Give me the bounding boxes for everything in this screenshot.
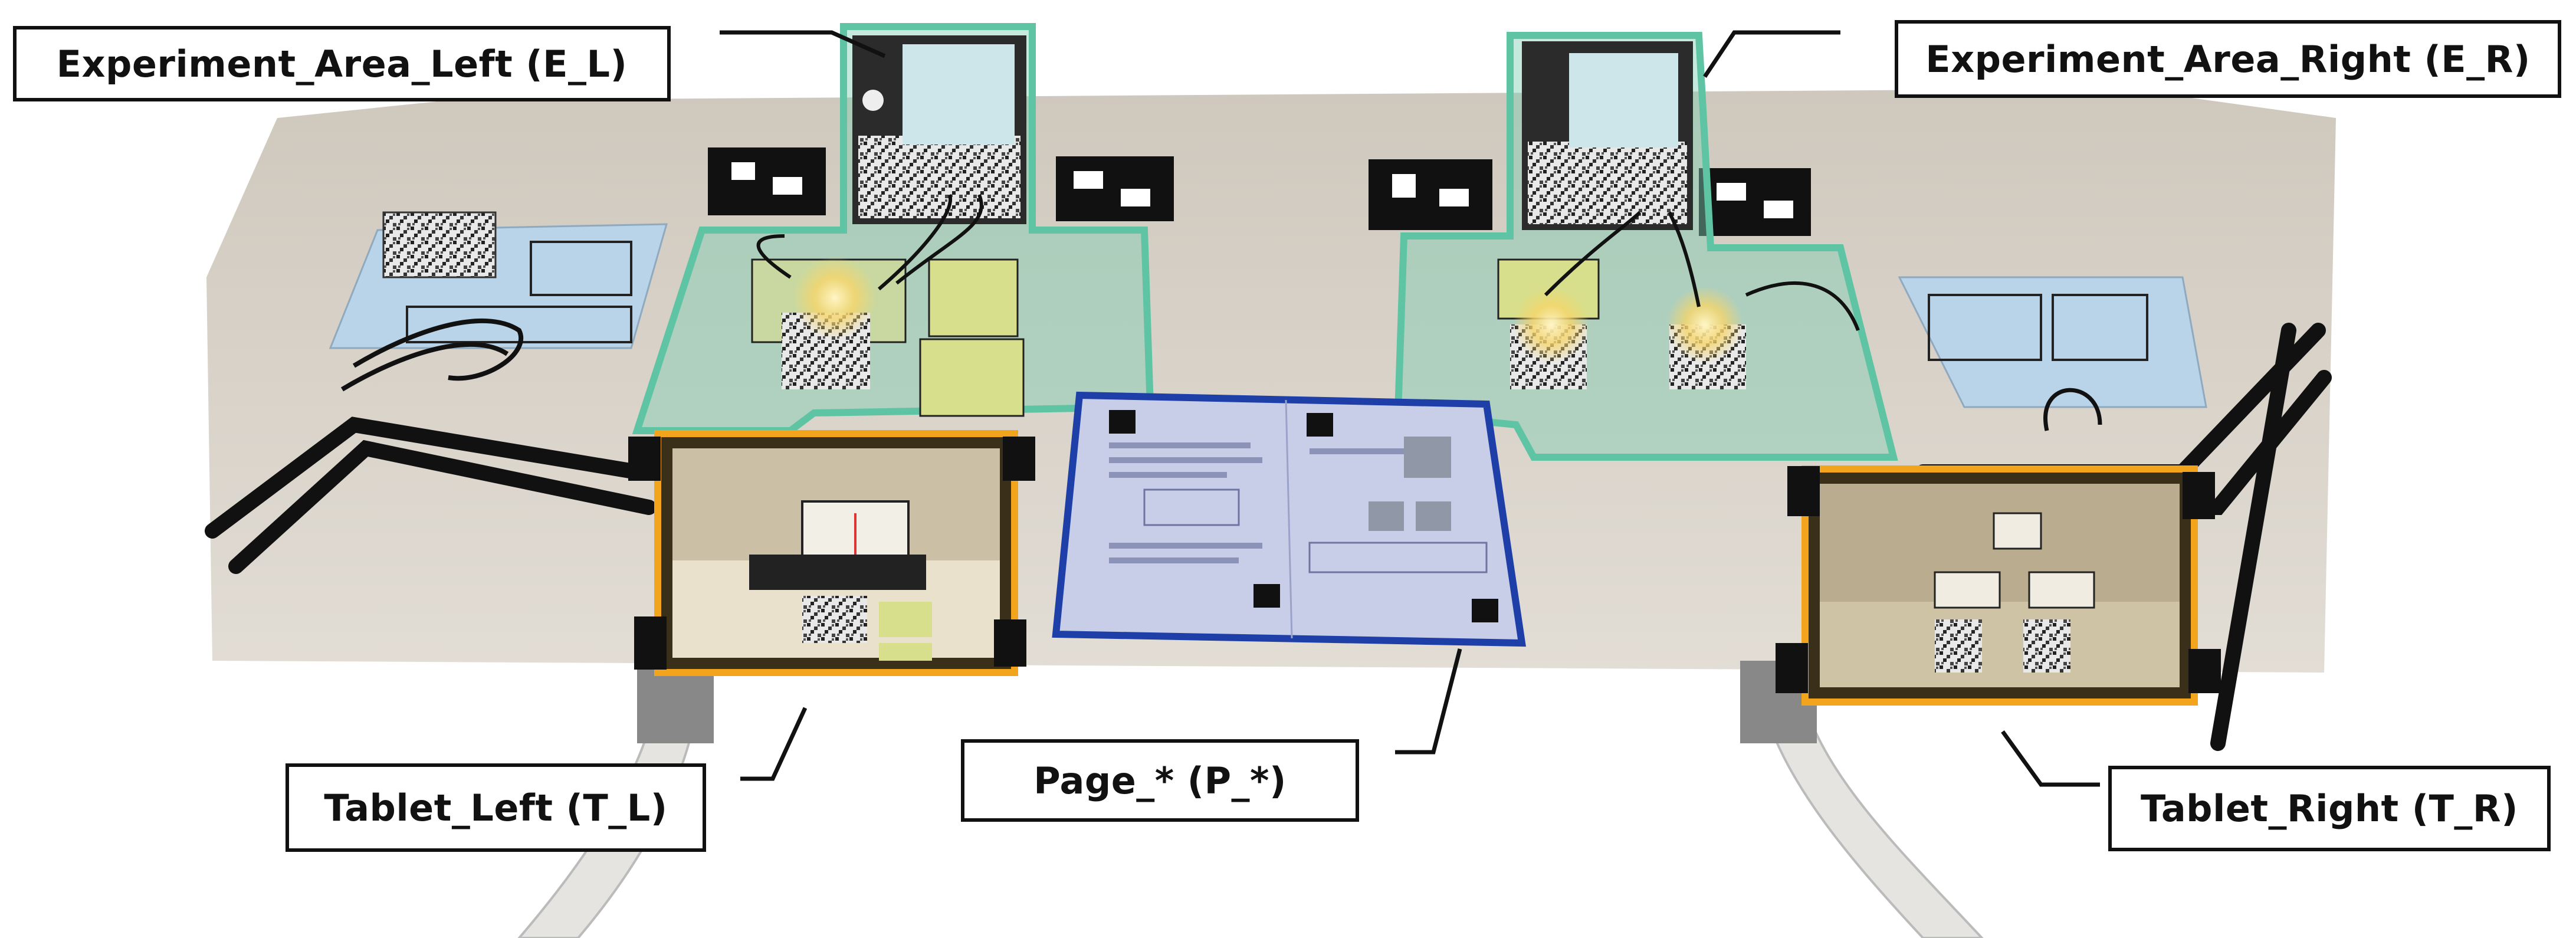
small-sensor-box <box>382 211 497 278</box>
aruco-marker-icon <box>708 147 1811 236</box>
leader-lines <box>720 30 2100 787</box>
tablet-arm-left <box>205 416 657 574</box>
aruco-marker-icon <box>1109 410 1498 622</box>
lamp-icon <box>1666 286 1743 363</box>
label-page: Page_* (P_*) <box>961 739 1359 822</box>
lamp-icon <box>793 257 876 339</box>
label-tablet-right: Tablet_Right (T_R) <box>2108 766 2551 851</box>
lamp-icon <box>1513 286 1590 363</box>
label-experiment-area-right: Experiment_Area_Right (E_R) <box>1895 20 2561 98</box>
label-tablet-left: Tablet_Left (T_L) <box>286 763 706 852</box>
label-experiment-area-left: Experiment_Area_Left (E_L) <box>13 26 671 101</box>
cable-left <box>352 318 523 381</box>
aruco-marker-icon <box>628 437 1035 670</box>
aruco-marker-icon <box>1776 466 2221 693</box>
